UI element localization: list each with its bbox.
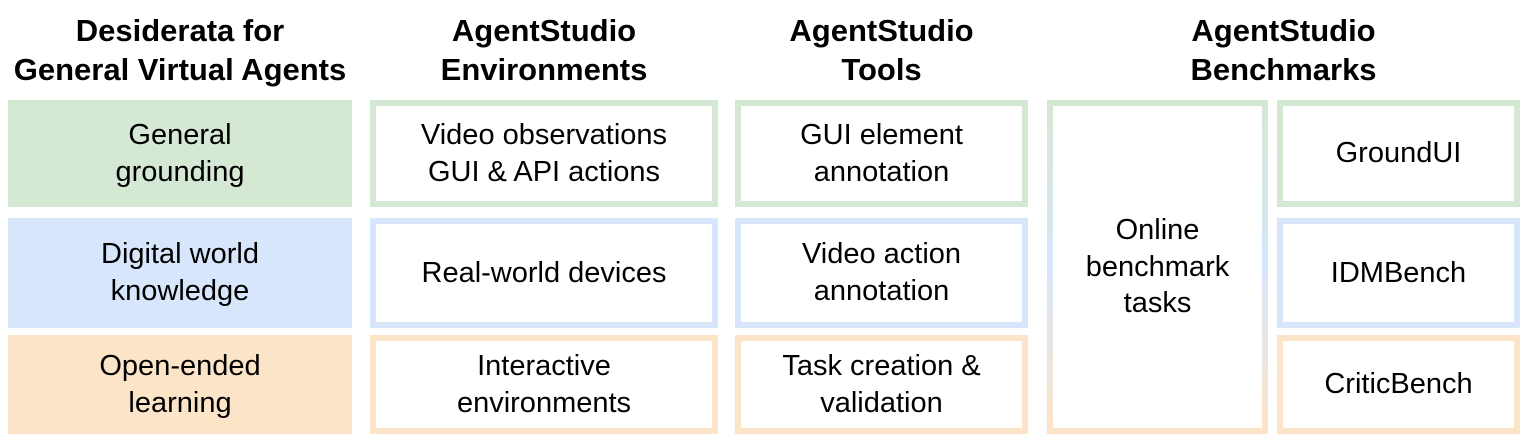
desideratum-open-ended-learning: Open-ended learning [8, 335, 352, 434]
benchmark-criticbench: CriticBench [1277, 335, 1520, 434]
column-header-benchmarks: AgentStudio Benchmarks [1190, 12, 1377, 87]
benchmark-groundui: GroundUI [1277, 100, 1520, 207]
desideratum-general-grounding: General grounding [8, 100, 352, 207]
column-header-desiderata: Desiderata for General Virtual Agents [13, 12, 347, 87]
column-header-environments: AgentStudio Environments [440, 12, 648, 87]
desideratum-digital-world-knowledge: Digital world knowledge [8, 218, 352, 328]
environment-real-world-devices: Real-world devices [370, 218, 718, 328]
column-header-tools: AgentStudio Tools [789, 12, 974, 87]
tool-task-creation-validation: Task creation & validation [735, 335, 1028, 434]
environment-video-observations-gui-api-actions: Video observations GUI & API actions [370, 100, 718, 207]
environment-interactive-environments: Interactive environments [370, 335, 718, 434]
tool-gui-element-annotation: GUI element annotation [735, 100, 1028, 207]
benchmark-idmbench: IDMBench [1277, 218, 1520, 328]
tool-video-action-annotation: Video action annotation [735, 218, 1028, 328]
benchmark-online-benchmark-tasks: Online benchmark tasks [1047, 100, 1268, 434]
